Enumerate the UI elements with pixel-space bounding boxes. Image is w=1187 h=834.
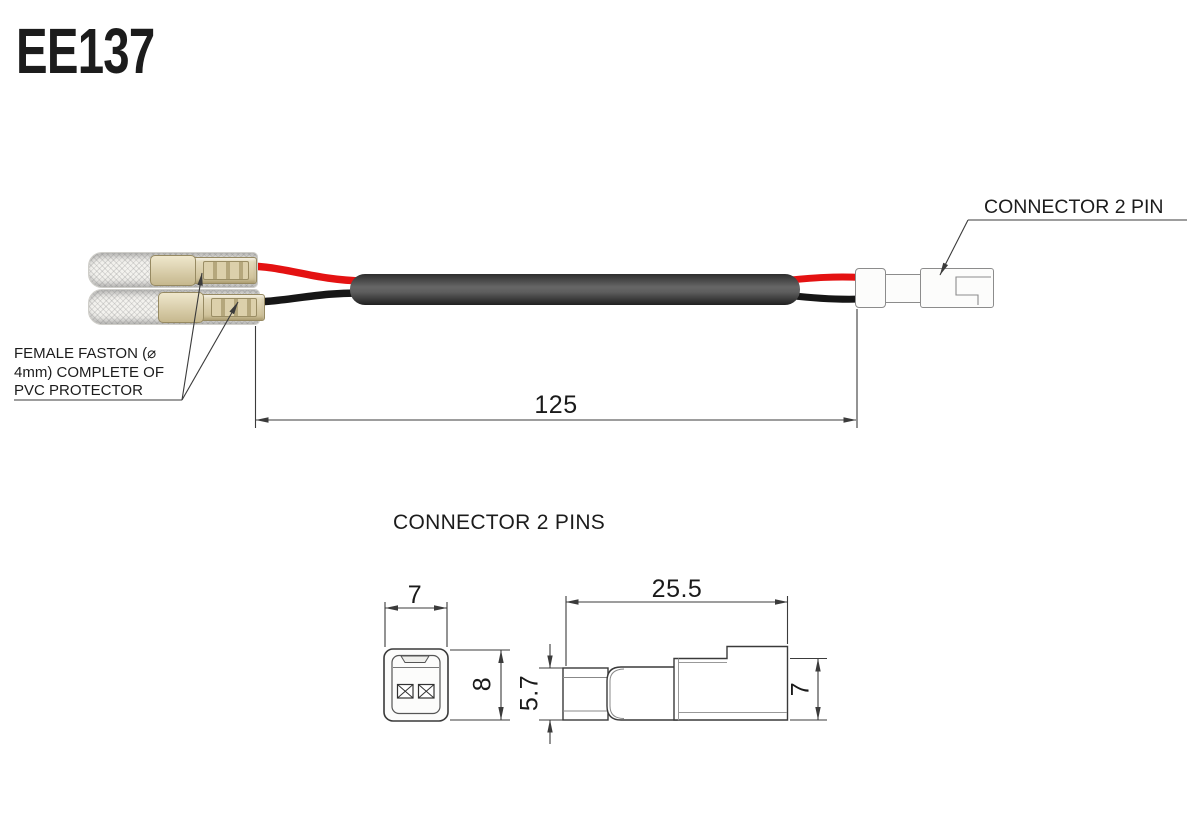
faston-label-line2: 4mm) COMPLETE OF <box>14 363 165 381</box>
connector-housing-middle <box>883 274 923 303</box>
connector-leader-line <box>939 219 969 276</box>
faston-terminal-top <box>150 255 257 286</box>
connector-housing-rear <box>855 268 886 308</box>
terminal-barrel <box>150 255 196 286</box>
side-view-body-inner-lines <box>678 658 787 720</box>
terminal-crimp <box>203 261 249 280</box>
faston-label: FEMALE FASTON (⌀ 4mm) COMPLETE OF PVC PR… <box>14 345 164 401</box>
dim-125-text: 125 <box>534 391 578 419</box>
connector-housing-front <box>920 268 994 308</box>
side-view-main-body <box>673 645 789 721</box>
side-view-nose <box>562 667 609 721</box>
dim-front-width-text: 7 <box>407 581 423 609</box>
dim-side-length-text: 25.5 <box>651 575 703 603</box>
red-wire-right <box>786 273 866 284</box>
dim-front-height-text: 8 <box>468 676 497 692</box>
faston-terminal-bottom <box>158 292 265 323</box>
front-view-inner-body <box>391 654 441 715</box>
faston-label-line1: FEMALE FASTON (⌀ <box>14 345 157 362</box>
side-view-collar <box>606 666 678 721</box>
page-title: EE137 <box>16 15 155 87</box>
faston-label-line3: PVC PROTECTOR <box>14 382 143 399</box>
pvc-protector-top <box>88 252 258 288</box>
section-title: CONNECTOR 2 PINS <box>393 511 606 534</box>
pvc-protector-bottom <box>88 289 265 325</box>
terminal-crimp <box>211 298 257 317</box>
dim-side-nose-height-text: 5.7 <box>515 674 544 712</box>
black-wire-right <box>786 292 866 303</box>
side-view-nose-inner-lines <box>563 677 608 712</box>
pin-slot-cross-marks <box>397 684 435 699</box>
pin-slot-1 <box>396 683 414 699</box>
dim-side-body-height-text: 7 <box>786 681 815 697</box>
connector-side-view <box>539 596 827 744</box>
connector-front-view <box>383 602 510 722</box>
pin-slots <box>396 683 435 699</box>
front-view-top-notch <box>400 655 430 663</box>
connector-2pin-label: CONNECTOR 2 PIN <box>984 196 1164 218</box>
front-view-outer-body <box>383 648 449 722</box>
pin-slot-2 <box>417 683 435 699</box>
cable-sleeve <box>350 274 800 305</box>
side-view-collar-inner-line <box>609 668 625 719</box>
terminal-barrel <box>158 292 204 323</box>
